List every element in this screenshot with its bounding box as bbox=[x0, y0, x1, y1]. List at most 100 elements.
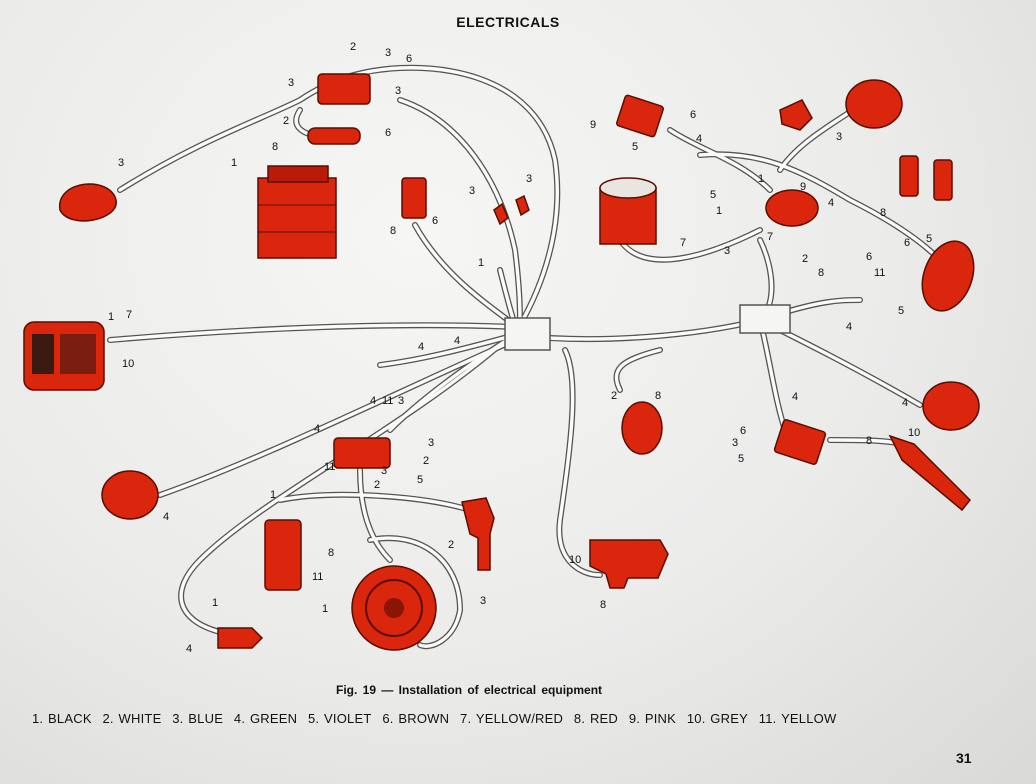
rectifier-icon bbox=[317, 73, 371, 105]
spark-plug-cap-icon bbox=[461, 497, 495, 571]
battery-icon bbox=[257, 165, 337, 259]
wire-label: 7 bbox=[767, 231, 773, 243]
flasher-relay-icon bbox=[899, 155, 919, 197]
legend-item-blue: 3. BLUE bbox=[172, 711, 224, 726]
wire-label: 1 bbox=[231, 157, 237, 169]
wire-label: 3 bbox=[469, 185, 475, 197]
wire-label: 5 bbox=[898, 305, 904, 317]
flasher-relay-icon-2 bbox=[933, 159, 953, 201]
wire-label: 5 bbox=[926, 233, 932, 245]
wire-label: 8 bbox=[866, 435, 872, 447]
wire-label: 4 bbox=[314, 423, 320, 435]
wire-label: 3 bbox=[526, 173, 532, 185]
wire-label: 4 bbox=[696, 133, 702, 145]
wire-label: 6 bbox=[432, 215, 438, 227]
left-front-indicator-icon bbox=[59, 183, 117, 222]
ignition-coil-icon bbox=[264, 519, 302, 591]
wire-label: 9 bbox=[800, 181, 806, 193]
legend-item-black: 1. BLACK bbox=[32, 711, 92, 726]
wire-label: 9 bbox=[590, 119, 596, 131]
wire-label: 11 bbox=[312, 571, 323, 583]
legend-item-violet: 5. VIOLET bbox=[308, 711, 372, 726]
wire-label: 3 bbox=[385, 47, 391, 59]
wire-label: 11 bbox=[382, 395, 393, 407]
right-handlebar-switch-icon bbox=[773, 419, 827, 465]
wire-label: 2 bbox=[423, 455, 429, 467]
page-number: 31 bbox=[956, 750, 972, 766]
color-legend: 1. BLACK 2. WHITE 3. BLUE 4. GREEN 5. VI… bbox=[32, 711, 842, 726]
wire-label: 4 bbox=[902, 397, 908, 409]
wire-label: 10 bbox=[569, 554, 581, 566]
wire-label: 3 bbox=[381, 465, 387, 477]
wire-label: 8 bbox=[328, 547, 334, 559]
wire-label: 11 bbox=[324, 461, 335, 473]
legend-item-grey: 10. GREY bbox=[686, 711, 748, 726]
wire-label: 6 bbox=[904, 237, 910, 249]
wire-label: 10 bbox=[122, 358, 134, 370]
legend-item-yellow-red: 7. YELLOW/RED bbox=[460, 711, 564, 726]
junction-box-icon bbox=[765, 189, 819, 227]
wire-label: 7 bbox=[680, 237, 686, 249]
legend-item-pink: 9. PINK bbox=[628, 711, 677, 726]
wire-label: 11 bbox=[874, 267, 885, 279]
headlight-icon bbox=[23, 321, 105, 391]
wire-label: 3 bbox=[395, 85, 401, 97]
left-handlebar-switch-icon bbox=[616, 94, 664, 138]
wire-label: 3 bbox=[836, 131, 842, 143]
right-rear-indicator-icon bbox=[922, 381, 980, 431]
ignition-switch-icon bbox=[333, 437, 391, 469]
wire-label: 1 bbox=[322, 603, 328, 615]
diagram-title: ELECTRICALS bbox=[456, 14, 560, 30]
legend-item-red: 8. RED bbox=[573, 711, 618, 726]
wire-label: 3 bbox=[428, 437, 434, 449]
wire-label: 3 bbox=[288, 77, 294, 89]
wire-label: 2 bbox=[611, 390, 617, 402]
wire-label: 6 bbox=[690, 109, 696, 121]
legend-item-green: 4. GREEN bbox=[233, 711, 298, 726]
wire-label: 1 bbox=[478, 257, 484, 269]
wire-label: 6 bbox=[740, 425, 746, 437]
wire-label: 4 bbox=[792, 391, 798, 403]
wire-label: 2 bbox=[802, 253, 808, 265]
wire-label: 8 bbox=[600, 599, 606, 611]
alternator-icon bbox=[351, 565, 437, 651]
wire-label: 8 bbox=[655, 390, 661, 402]
wire-label: 5 bbox=[738, 453, 744, 465]
wire-label: 1 bbox=[716, 205, 722, 217]
connector-icon-2 bbox=[515, 194, 530, 217]
wire-label: 6 bbox=[406, 53, 412, 65]
wire-label: 4 bbox=[370, 395, 376, 407]
wire-label: 2 bbox=[448, 539, 454, 551]
wire-label: 8 bbox=[880, 207, 886, 219]
wire-label: 2 bbox=[350, 41, 356, 53]
wire-label: 8 bbox=[390, 225, 396, 237]
neutral-switch-icon bbox=[217, 627, 264, 649]
wire-label: 3 bbox=[724, 245, 730, 257]
wire-label: 5 bbox=[417, 474, 423, 486]
wire-label: 3 bbox=[398, 395, 404, 407]
horn-relay-icon bbox=[401, 177, 427, 219]
wire-label: 8 bbox=[272, 141, 278, 153]
wire-label: 7 bbox=[126, 309, 132, 321]
connector-icon bbox=[493, 202, 509, 226]
horn-icon bbox=[621, 401, 663, 455]
wire-label: 2 bbox=[283, 115, 289, 127]
legend-item-white: 2. WHITE bbox=[102, 711, 162, 726]
bulb-holder-icon bbox=[779, 99, 813, 131]
left-rear-indicator-icon bbox=[101, 470, 159, 520]
wire-label: 8 bbox=[818, 267, 824, 279]
wire-label: 1 bbox=[758, 173, 764, 185]
stop-switch-icon bbox=[589, 539, 669, 589]
components bbox=[23, 73, 980, 651]
wire-label: 6 bbox=[866, 251, 872, 263]
wire-label: 1 bbox=[212, 597, 218, 609]
wire-label: 4 bbox=[454, 335, 460, 347]
taillight-icon bbox=[921, 240, 975, 312]
wire-label: 5 bbox=[632, 141, 638, 153]
legend-item-brown: 6. BROWN bbox=[382, 711, 450, 726]
wire-label: 6 bbox=[385, 127, 391, 139]
right-front-indicator-icon bbox=[845, 79, 903, 129]
wire-label: 4 bbox=[846, 321, 852, 333]
wire-label: 3 bbox=[732, 437, 738, 449]
